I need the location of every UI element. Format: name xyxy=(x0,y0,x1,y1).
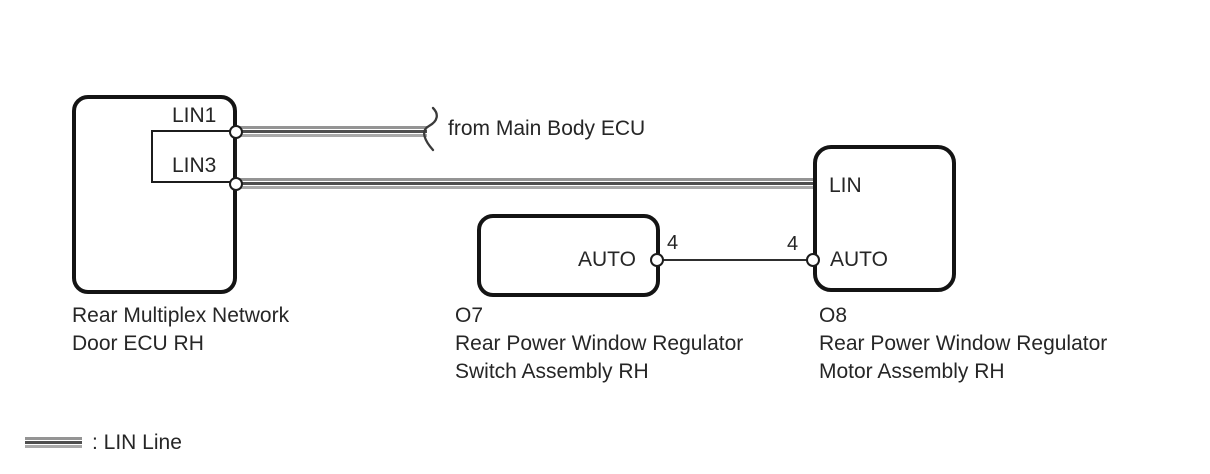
lin-wire-stripe xyxy=(236,134,427,137)
motor-pin-label-auto: AUTO xyxy=(830,248,888,271)
lin-wire-stripe xyxy=(25,437,82,440)
lin-wire-stripe xyxy=(236,130,427,133)
lin1-wire xyxy=(236,126,427,137)
lin3-pin-circle xyxy=(229,177,243,191)
pin-label-lin3: LIN3 xyxy=(172,154,217,177)
window-switch-caption: O7 Rear Power Window Regulator Switch As… xyxy=(455,302,743,386)
wire-continuation-squiggle xyxy=(423,106,438,152)
window-switch-caption-line1: Rear Power Window Regulator xyxy=(455,332,744,355)
window-motor-code: O8 xyxy=(819,304,848,327)
switch-auto-pin-circle xyxy=(650,253,664,267)
motor-pin-label-lin: LIN xyxy=(829,174,862,197)
pin-label-lin1: LIN1 xyxy=(172,104,217,127)
terminal-number-left: 4 xyxy=(667,232,679,254)
window-motor-caption-line2: Motor Assembly RH xyxy=(819,360,1005,383)
from-main-body-ecu-note: from Main Body ECU xyxy=(448,117,646,140)
lin-wire-stripe xyxy=(236,126,427,129)
door-ecu-caption-line2: Door ECU RH xyxy=(72,332,204,355)
switch-pin-label-auto: AUTO xyxy=(578,248,636,271)
window-switch-code: O7 xyxy=(455,304,484,327)
legend-lin-line-label: : LIN Line xyxy=(92,431,182,454)
lin-wire-stripe xyxy=(236,178,813,181)
window-motor-caption: O8 Rear Power Window Regulator Motor Ass… xyxy=(819,302,1107,386)
door-ecu-caption: Rear Multiplex Network Door ECU RH xyxy=(72,302,289,358)
window-motor-box xyxy=(813,145,956,292)
auto-signal-wire xyxy=(657,259,813,261)
door-ecu-box xyxy=(72,95,237,294)
motor-auto-pin-circle xyxy=(806,253,820,267)
lin-wire-stripe xyxy=(236,186,813,189)
terminal-number-right: 4 xyxy=(787,233,799,255)
lin1-pin-circle xyxy=(229,125,243,139)
window-switch-caption-line2: Switch Assembly RH xyxy=(455,360,649,383)
door-ecu-internal-connector-rect xyxy=(151,130,237,183)
lin3-wire xyxy=(236,178,813,189)
lin-wire-stripe xyxy=(25,441,82,444)
door-ecu-caption-line1: Rear Multiplex Network xyxy=(72,304,290,327)
lin-wire-stripe xyxy=(25,445,82,448)
window-motor-caption-line1: Rear Power Window Regulator xyxy=(819,332,1108,355)
lin-wire-stripe xyxy=(236,182,813,185)
legend-lin-line-symbol xyxy=(25,437,82,448)
